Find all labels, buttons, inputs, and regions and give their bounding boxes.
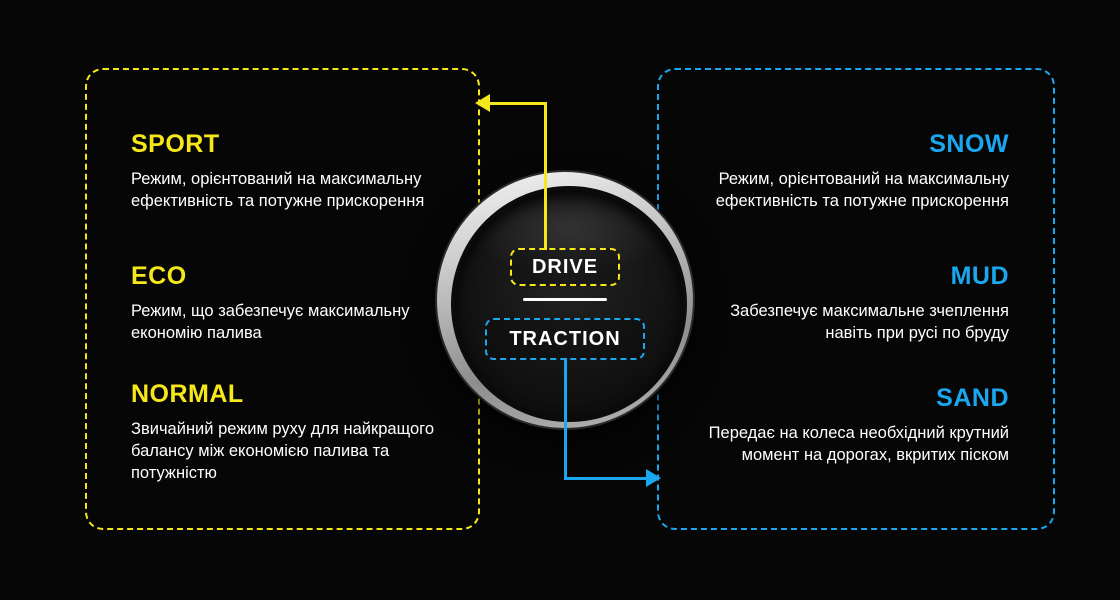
traction-label-box: TRACTION	[485, 318, 645, 360]
mode-item-sport: SPORT Режим, орієнтований на максимальну…	[131, 130, 461, 213]
traction-arrowhead-icon	[646, 469, 661, 487]
mode-item-normal: NORMAL Звичайний режим руху для найкращо…	[131, 380, 461, 484]
mode-item-eco: ECO Режим, що забезпечує максимальну еко…	[131, 262, 461, 345]
traction-connector-vertical-line	[564, 358, 567, 480]
mode-label-snow: SNOW	[929, 130, 1009, 158]
mode-description-snow: Режим, орієнтований на максимальну ефект…	[715, 170, 1009, 210]
traction-modes-panel: SNOW Режим, орієнтований на максимальну …	[657, 68, 1055, 530]
mode-label-sand: SAND	[936, 384, 1009, 412]
drive-label: DRIVE	[531, 255, 599, 278]
traction-label: TRACTION	[509, 327, 621, 350]
mode-item-sand: SAND Передає на колеса необхідний крутни…	[679, 384, 1009, 467]
drive-modes-panel: SPORT Режим, орієнтований на максимальну…	[85, 68, 480, 530]
drive-connector-horizontal-line	[488, 102, 546, 105]
traction-connector-horizontal-line	[564, 477, 648, 480]
drive-arrowhead-icon	[475, 94, 490, 112]
mode-label-mud: MUD	[950, 262, 1009, 290]
mode-description-normal: Звичайний режим руху для найкращого бала…	[131, 420, 434, 482]
mode-description-sand: Передає на колеса необхідний крутний мом…	[708, 424, 1009, 464]
mode-label-normal: NORMAL	[131, 380, 244, 408]
drive-connector-vertical-line	[544, 102, 547, 250]
knob-face	[451, 186, 687, 422]
mode-item-snow: SNOW Режим, орієнтований на максимальну …	[679, 130, 1009, 213]
drive-label-box: DRIVE	[510, 248, 620, 286]
knob-divider-line	[523, 298, 607, 301]
mode-description-sport: Режим, орієнтований на максимальну ефект…	[131, 170, 425, 210]
mode-description-eco: Режим, що забезпечує максимальну економі…	[131, 302, 410, 342]
drive-mode-knob: DRIVE TRACTION	[437, 172, 693, 428]
mode-label-eco: ECO	[131, 262, 187, 290]
mode-item-mud: MUD Забезпечує максимальне зчеплення нав…	[679, 262, 1009, 345]
mode-label-sport: SPORT	[131, 130, 220, 158]
mode-description-mud: Забезпечує максимальне зчеплення навіть …	[730, 302, 1009, 342]
